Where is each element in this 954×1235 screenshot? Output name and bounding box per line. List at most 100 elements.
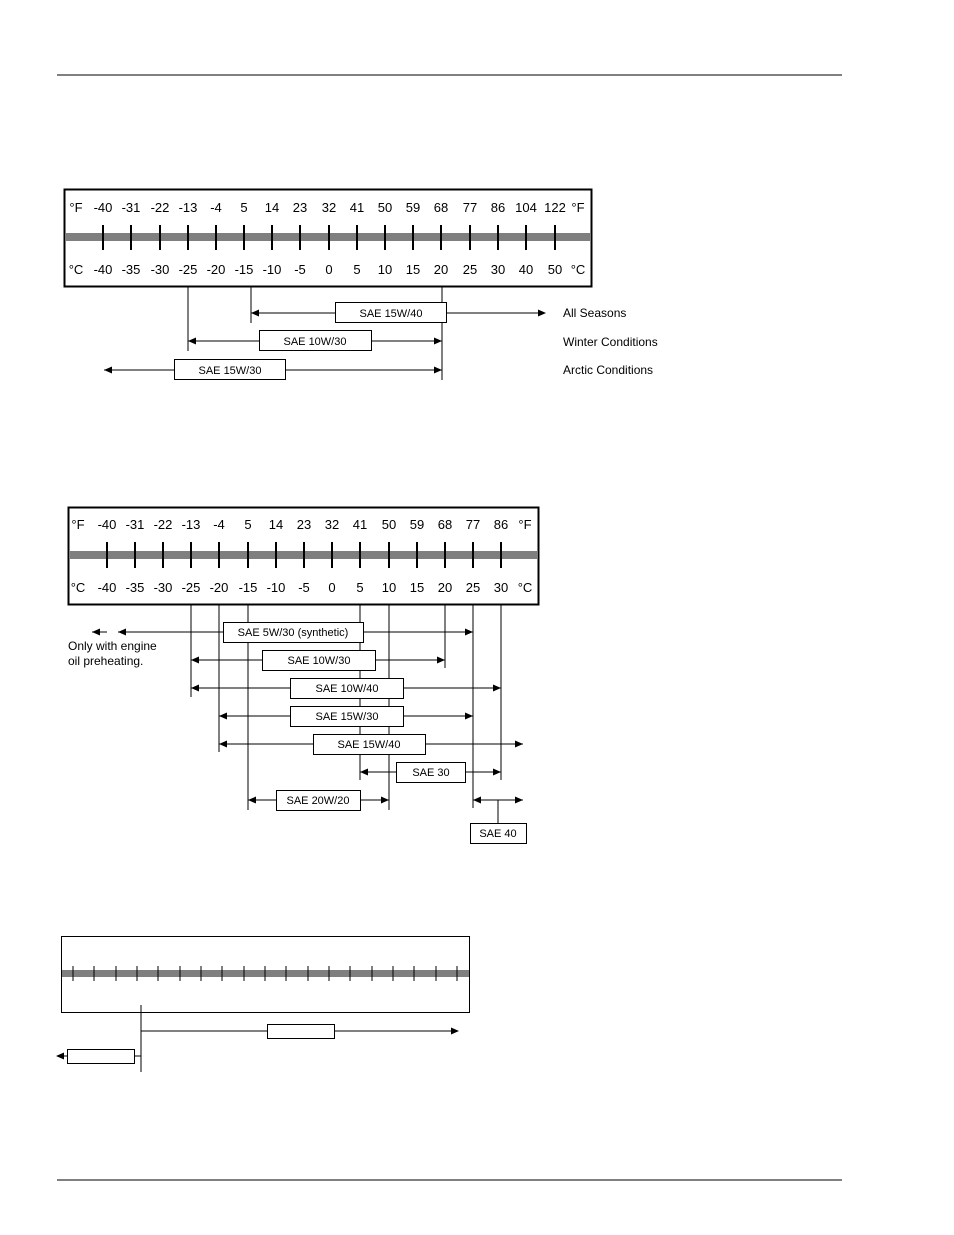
chart1-c-label: -10 xyxy=(263,262,282,277)
chart1-frame xyxy=(63,188,593,288)
chart2-ticks xyxy=(106,542,502,568)
chart1-f-label: 50 xyxy=(378,200,392,215)
chart1-c-label: 50 xyxy=(548,262,562,277)
chart1-scale: °F °F °C °C -40 -31 -22 -13 xyxy=(63,188,593,288)
arrowhead xyxy=(465,712,473,720)
oil-box xyxy=(259,330,372,351)
chart1-f-label: 122 xyxy=(544,200,566,215)
oil-label: SAE 30 xyxy=(412,767,449,779)
chart1-f-unit-right: °F xyxy=(571,200,584,215)
chart2-c-label: -25 xyxy=(182,580,201,595)
chart1-c-label: -20 xyxy=(207,262,226,277)
chart1-c-label: 0 xyxy=(325,262,332,277)
chart1-c-label: 10 xyxy=(378,262,392,277)
chart1-f-label: -31 xyxy=(122,200,141,215)
chart1-c-label: 40 xyxy=(519,262,533,277)
chart1-f-label: 86 xyxy=(491,200,505,215)
chart1-ticks xyxy=(102,225,556,250)
chart2-f-label: 41 xyxy=(353,517,367,532)
chart2-f-label: 50 xyxy=(382,517,396,532)
condition-label: Winter Conditions xyxy=(563,335,658,349)
chart2-f-unit-left: °F xyxy=(71,517,84,532)
chart1-c-unit-left: °C xyxy=(69,262,84,277)
chart2-c-label: 5 xyxy=(356,580,363,595)
chart2-f-label: 68 xyxy=(438,517,452,532)
chart1-f-label: 14 xyxy=(265,200,279,215)
oil-box xyxy=(174,359,286,380)
chart2-f-label: -13 xyxy=(182,517,201,532)
arrowhead xyxy=(191,684,199,692)
chart1-f-label: 77 xyxy=(463,200,477,215)
chart1-f-label: 23 xyxy=(293,200,307,215)
preheating-note: oil preheating. xyxy=(68,654,143,668)
chart1-c-label: 25 xyxy=(463,262,477,277)
chart1-c-label: -15 xyxy=(235,262,254,277)
arrowhead xyxy=(493,768,501,776)
chart2-c-label: -10 xyxy=(267,580,286,595)
oil-box xyxy=(290,706,404,727)
arrowhead xyxy=(92,628,100,636)
arrowhead xyxy=(248,796,256,804)
chart2-f-label: 77 xyxy=(466,517,480,532)
chart1-c-label: -5 xyxy=(294,262,306,277)
chart1-f-label: -4 xyxy=(210,200,222,215)
chart2-c-label: 0 xyxy=(328,580,335,595)
arrowhead xyxy=(219,740,227,748)
chart1-c-label: 30 xyxy=(491,262,505,277)
chart1-f-label: 5 xyxy=(240,200,247,215)
arrowhead xyxy=(515,796,523,804)
chart2-f-label: 14 xyxy=(269,517,283,532)
arrowhead xyxy=(493,684,501,692)
chart1-f-label: -40 xyxy=(94,200,113,215)
oil-label: SAE 10W/30 xyxy=(284,336,347,348)
chart2-c-label: -5 xyxy=(298,580,310,595)
arrowhead xyxy=(191,656,199,664)
oil-box xyxy=(262,650,376,671)
arrowhead xyxy=(219,712,227,720)
chart1-f-label: 41 xyxy=(350,200,364,215)
chart1-f-labels: -40 -31 -22 -13 -4 5 14 23 32 41 50 59 6… xyxy=(94,200,566,215)
chart1-c-label: 15 xyxy=(406,262,420,277)
empty-oil-box xyxy=(267,1024,335,1039)
oil-box xyxy=(313,734,426,755)
oil-box xyxy=(470,823,527,844)
oil-label: SAE 10W/40 xyxy=(316,683,379,695)
arrowhead xyxy=(437,656,445,664)
chart1-c-label: -25 xyxy=(179,262,198,277)
condition-label: All Seasons xyxy=(563,306,626,320)
chart3-frame xyxy=(61,936,470,1013)
chart1-f-label: -22 xyxy=(151,200,170,215)
chart2-c-label: -15 xyxy=(239,580,258,595)
chart2-f-label: -40 xyxy=(98,517,117,532)
chart2-f-label: 23 xyxy=(297,517,311,532)
arrowhead xyxy=(251,309,259,317)
oil-label: SAE 5W/30 (synthetic) xyxy=(238,627,349,639)
chart2-f-label: -31 xyxy=(126,517,145,532)
chart1-c-label: -35 xyxy=(122,262,141,277)
chart2-c-unit-right: °C xyxy=(518,580,533,595)
oil-label: SAE 15W/30 xyxy=(316,711,379,723)
chart1-c-label: -40 xyxy=(94,262,113,277)
chart1-c-label: 5 xyxy=(353,262,360,277)
oil-box xyxy=(290,678,404,699)
arrowhead xyxy=(188,337,196,345)
chart1-f-label: 59 xyxy=(406,200,420,215)
oil-label: SAE 15W/40 xyxy=(360,308,423,320)
chart2-f-label: 32 xyxy=(325,517,339,532)
arrowhead xyxy=(451,1027,459,1035)
chart2-f-label: 86 xyxy=(494,517,508,532)
chart2-c-label: -40 xyxy=(98,580,117,595)
arrowhead xyxy=(515,740,523,748)
chart3-ticks xyxy=(72,966,458,981)
chart2-c-label: -20 xyxy=(210,580,229,595)
arrowhead xyxy=(434,337,442,345)
chart2-frame xyxy=(67,506,540,606)
oil-label: SAE 15W/40 xyxy=(338,739,401,751)
chart2-c-label: 25 xyxy=(466,580,480,595)
chart2-oil-labels: SAE 5W/30 (synthetic) SAE 10W/30 SAE 10W… xyxy=(68,627,517,840)
chart2-f-unit-right: °F xyxy=(518,517,531,532)
chart1-f-label: 104 xyxy=(515,200,537,215)
chart2-c-label: 15 xyxy=(410,580,424,595)
chart2-c-label: 30 xyxy=(494,580,508,595)
